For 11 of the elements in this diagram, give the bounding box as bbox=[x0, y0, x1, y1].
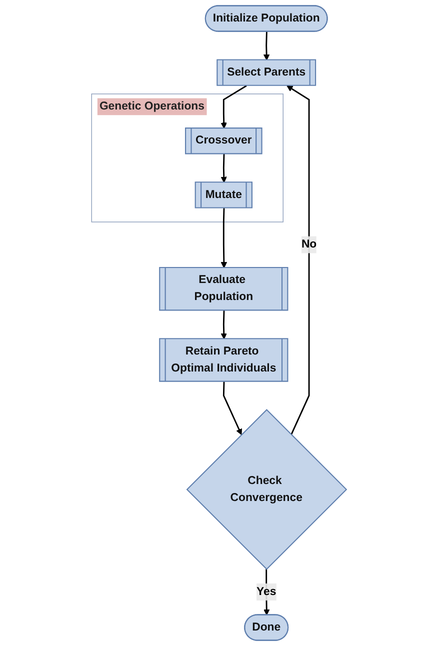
arrow bbox=[263, 569, 270, 616]
arrow bbox=[222, 382, 242, 435]
node-diamond: Check Convergence bbox=[186, 409, 348, 570]
edge-label: No bbox=[301, 238, 317, 250]
arrow bbox=[263, 32, 270, 60]
arrow bbox=[286, 85, 310, 435]
arrow bbox=[220, 208, 228, 268]
edge-label: Yes bbox=[256, 586, 276, 598]
arrow bbox=[220, 85, 247, 129]
arrow bbox=[220, 154, 227, 183]
arrow bbox=[220, 310, 227, 340]
